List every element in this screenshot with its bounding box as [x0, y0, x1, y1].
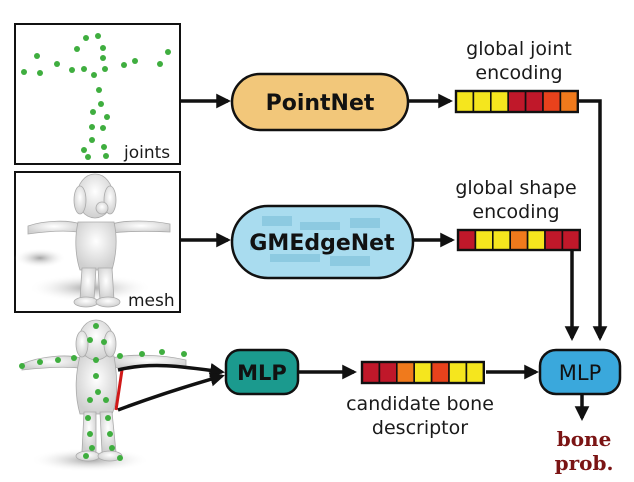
bone-encoding-cell — [361, 361, 381, 384]
joint-encoding-cell — [559, 90, 579, 113]
mlp-left-label: MLP — [237, 361, 287, 385]
joint-encoding-cell — [489, 90, 509, 113]
connectors — [117, 93, 608, 421]
joint-encoding-frame — [454, 89, 580, 114]
shape-encoding-cell — [544, 229, 564, 251]
shape-encoding-cell — [474, 229, 494, 251]
shape-encoding-frame — [456, 228, 582, 252]
candidate-bone-line — [114, 369, 124, 411]
mesh-figure — [14, 173, 171, 308]
skeleton-figure — [19, 319, 187, 472]
gmedgenet-label: GMEdgeNet — [249, 231, 395, 256]
shape-encoding-cell — [526, 229, 546, 251]
joint-encoding-cell — [507, 90, 527, 113]
mesh-panel: mesh — [14, 171, 181, 313]
joint-encoding-cell — [542, 90, 562, 113]
mlp-right-label: MLP — [559, 361, 601, 385]
joint-encoding-label-line1: global joint — [466, 38, 572, 60]
shape-encoding-label-line2: encoding — [472, 201, 559, 223]
bone-encoding-cell — [413, 361, 433, 384]
output-label-line1: bone — [557, 427, 612, 451]
gmedgenet-texture — [250, 216, 380, 266]
shape-encoding-cell — [509, 229, 529, 251]
bone-encoding-cell — [395, 361, 415, 384]
node-mlp-left: MLP — [224, 348, 300, 396]
shape-encoding-cell — [561, 229, 581, 251]
bone-descriptor-label-line1: candidate bone — [346, 393, 494, 415]
bone-descriptor-bar — [360, 360, 486, 385]
mesh-label: mesh — [128, 291, 175, 311]
output-label-line2: prob. — [555, 451, 614, 475]
joint-encoding-cell — [472, 90, 492, 113]
bone-descriptor-label-line2: descriptor — [372, 417, 468, 439]
bone-encoding-cell — [378, 361, 398, 384]
bone-encoding-cell — [430, 361, 450, 384]
joints-panel: joints — [14, 23, 181, 165]
pointnet-label: PointNet — [266, 91, 375, 116]
joints-label: joints — [123, 143, 170, 163]
node-mlp-right: MLP — [538, 348, 622, 396]
bone-encoding-cell — [448, 361, 468, 384]
bone-encoding-frame — [360, 360, 486, 385]
arrow-bone-to-mlp-lower — [117, 372, 225, 412]
joint-encoding-bar — [454, 89, 580, 114]
skeleton-joint-dots — [19, 323, 187, 461]
shape-encoding-cell — [457, 229, 477, 251]
shape-encoding-bar — [456, 228, 582, 252]
bone-encoding-cell — [465, 361, 485, 384]
shape-encoding-label-line1: global shape — [455, 177, 576, 199]
joint-encoding-cell — [455, 90, 475, 113]
node-pointnet: PointNet — [230, 72, 410, 132]
shape-encoding-cell — [491, 229, 511, 251]
joint-encoding-cell — [524, 90, 544, 113]
joint-dots — [21, 33, 171, 160]
joint-encoding-label-line2: encoding — [475, 62, 562, 84]
arrow-joint-encoding-to-mlp — [578, 99, 608, 341]
arrow-bone-to-mlp-upper — [117, 363, 225, 378]
node-gmedgenet: GMEdgeNet — [230, 204, 415, 280]
arrow-shape-encoding-to-mlp — [564, 238, 580, 341]
